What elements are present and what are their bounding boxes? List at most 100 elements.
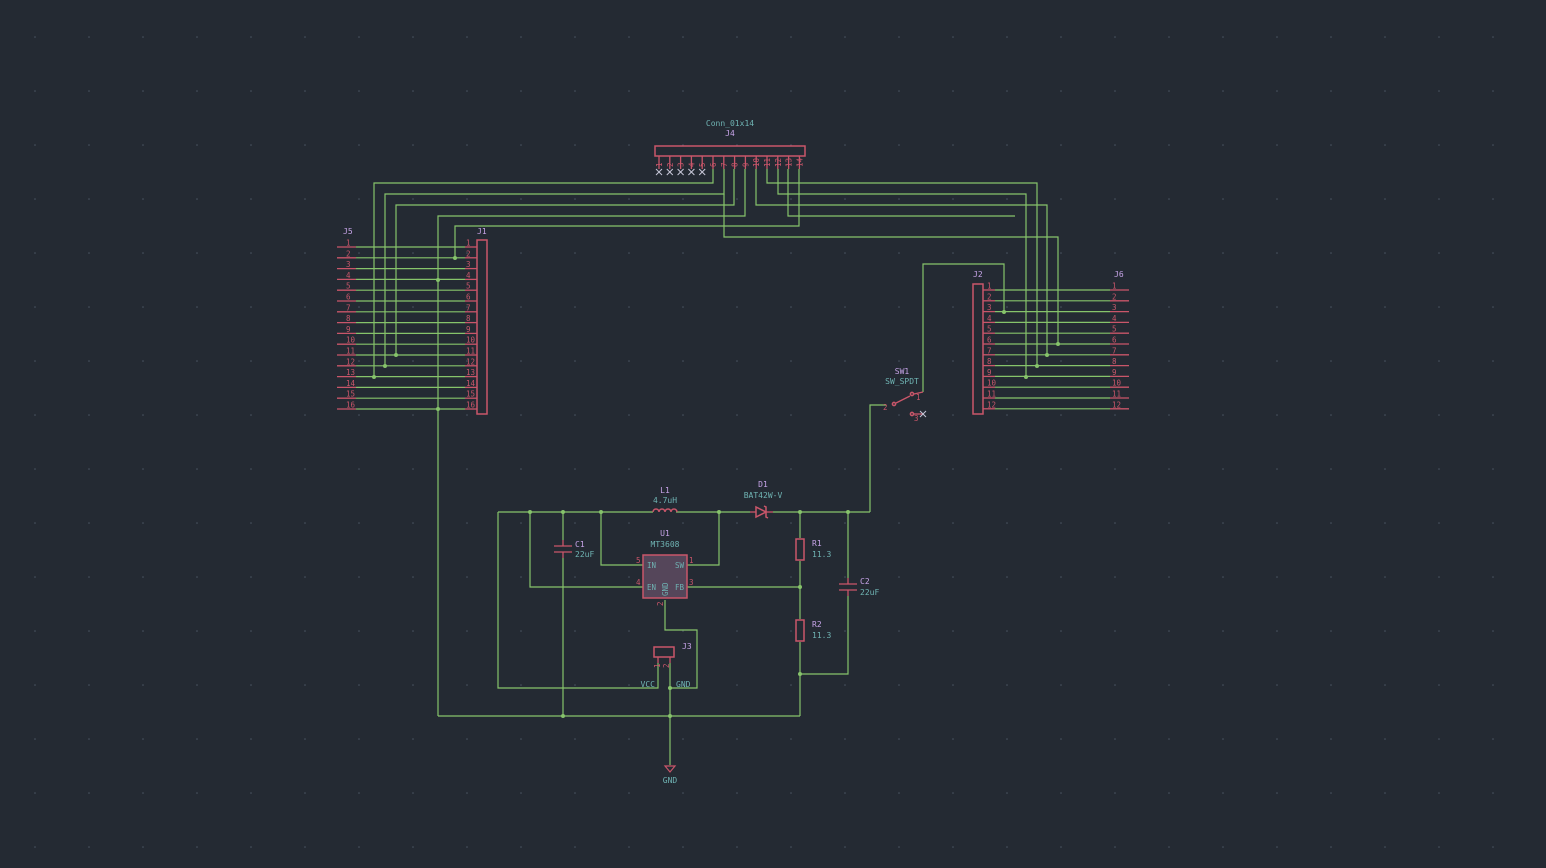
wire[interactable]: [600, 512, 643, 566]
wire[interactable]: [755, 169, 1048, 355]
grid-dot: [196, 630, 198, 632]
grid-dot: [34, 792, 36, 794]
wire[interactable]: [664, 600, 698, 689]
switch-sw1[interactable]: SW1 SW_SPDT 1 2 3: [883, 367, 927, 423]
grid-dot: [304, 414, 306, 416]
component-value: MT3608: [651, 540, 680, 549]
wires-j2-j6[interactable]: [995, 289, 1110, 410]
capacitor-c2[interactable]: C2 22uF: [839, 577, 879, 597]
resistor-r2[interactable]: R2 11.3: [795, 619, 831, 642]
grid-dot: [1168, 576, 1170, 578]
grid-dot: [682, 414, 684, 416]
wire[interactable]: [922, 263, 1005, 392]
wire[interactable]: [800, 596, 849, 675]
grid-dot: [520, 630, 522, 632]
grid-dot: [412, 414, 414, 416]
wire[interactable]: [777, 169, 1027, 377]
wire[interactable]: [454, 169, 800, 258]
wire[interactable]: [437, 169, 746, 716]
grid-dot: [574, 252, 576, 254]
pin-number: 5: [346, 282, 351, 291]
grid-dot: [142, 468, 144, 470]
pin-name: FB: [675, 583, 685, 592]
grid-dot: [1222, 846, 1224, 848]
net-label-vcc[interactable]: VCC: [641, 680, 656, 689]
grid-dot: [1492, 144, 1494, 146]
grid-dot: [1222, 738, 1224, 740]
pin-number: 1: [466, 239, 471, 248]
grid-dot: [1330, 198, 1332, 200]
grid-dot: [952, 414, 954, 416]
grid-dot: [736, 360, 738, 362]
grid-dot: [1438, 252, 1440, 254]
grid-dot: [412, 252, 414, 254]
wires-j5-j1[interactable]: [356, 246, 465, 410]
grid-dot: [736, 576, 738, 578]
wire[interactable]: [787, 169, 1015, 217]
grid-dot: [88, 360, 90, 362]
grid-dot: [1114, 36, 1116, 38]
grid-dot: [1006, 90, 1008, 92]
grid-dot: [1060, 630, 1062, 632]
grid-dot: [520, 144, 522, 146]
pin-name: IN: [647, 561, 656, 570]
wire[interactable]: [869, 404, 886, 512]
grid-dot: [142, 738, 144, 740]
net-label-gnd[interactable]: GND: [676, 680, 691, 689]
pin-number: 11: [466, 347, 475, 356]
capacitor-c1[interactable]: C1 22uF: [554, 540, 594, 559]
grid-dot: [520, 684, 522, 686]
wire[interactable]: [395, 169, 735, 355]
grid-dot: [628, 198, 630, 200]
grid-dot: [34, 252, 36, 254]
grid-dot: [628, 414, 630, 416]
wire[interactable]: [529, 512, 643, 588]
grid-dot: [1060, 522, 1062, 524]
grid-dot: [466, 846, 468, 848]
ic-u1[interactable]: U1 MT3608 IN SW EN FB GND 5 1 4 3 2: [636, 529, 694, 606]
grid-dot: [844, 36, 846, 38]
wire[interactable]: [687, 512, 720, 566]
grid-dot: [898, 738, 900, 740]
grid-dot: [736, 846, 738, 848]
junction: [717, 510, 721, 514]
wires[interactable]: [356, 169, 1110, 765]
wire[interactable]: [373, 169, 714, 377]
grid-dot: [736, 306, 738, 308]
inductor-l1[interactable]: L1 4.7uH: [652, 486, 678, 513]
grid-dot: [1114, 738, 1116, 740]
wire[interactable]: [497, 512, 659, 689]
junction: [798, 585, 802, 589]
grid-dot: [898, 792, 900, 794]
pin-number: 2: [666, 162, 675, 167]
resistor-r1[interactable]: R1 11.3: [795, 538, 831, 561]
pin-number: 7: [720, 162, 729, 167]
grid-dot: [1114, 198, 1116, 200]
power-gnd-symbol[interactable]: GND: [663, 765, 678, 785]
grid-dot: [466, 414, 468, 416]
wire[interactable]: [766, 169, 1038, 366]
grid-dot: [1276, 198, 1278, 200]
grid-dot: [790, 198, 792, 200]
wire[interactable]: [384, 169, 725, 366]
grid-dot: [466, 576, 468, 578]
grid-dot: [358, 684, 360, 686]
grid-dot: [1006, 738, 1008, 740]
grid-dot: [1384, 468, 1386, 470]
diode-d1[interactable]: D1 BAT42W-V: [744, 480, 783, 519]
pin-number: 14: [795, 157, 804, 167]
grid-dot: [34, 846, 36, 848]
connector-j3[interactable]: 1 2 J3: [653, 642, 692, 668]
